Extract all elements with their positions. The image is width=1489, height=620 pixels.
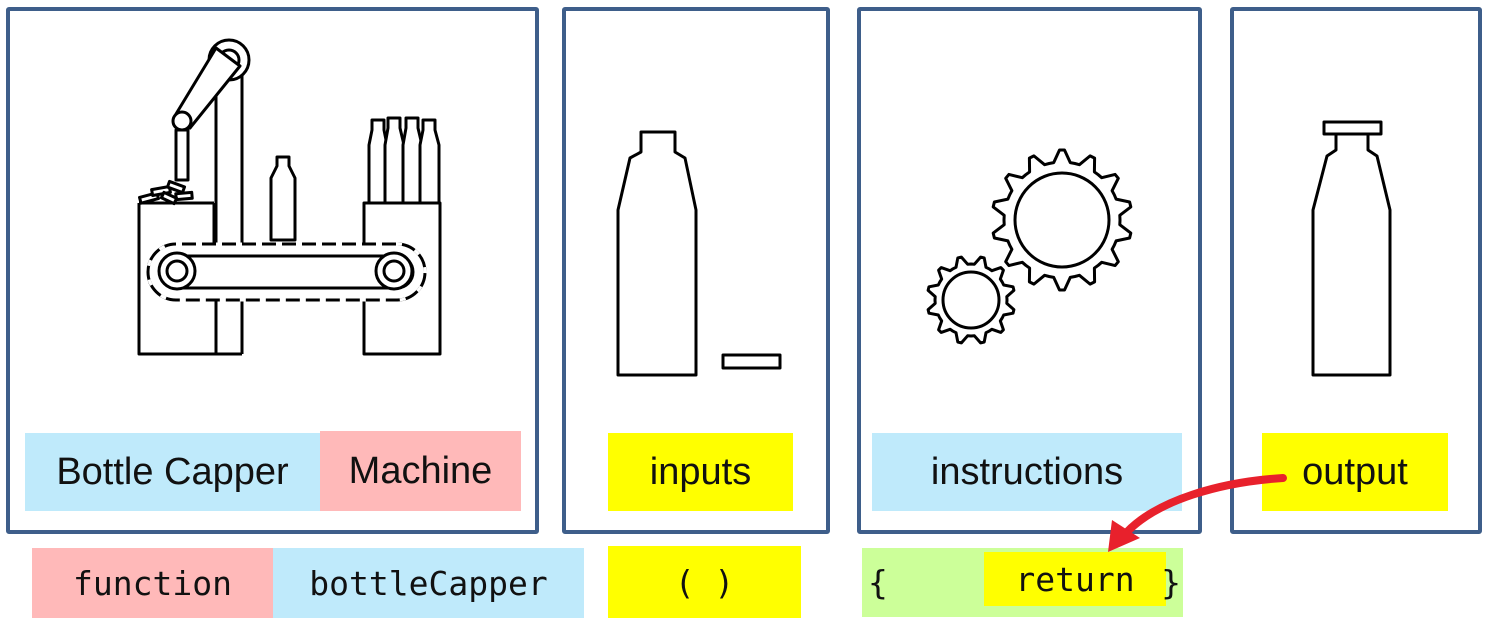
machine-label-machine: Machine <box>320 431 521 511</box>
code-open-brace: { <box>868 563 888 602</box>
instructions-label: instructions <box>872 433 1182 511</box>
code-function-name: bottleCapper <box>273 548 584 618</box>
code-close-brace: } <box>1161 563 1181 602</box>
code-params: ( ) <box>608 546 801 618</box>
code-function-keyword: function <box>32 548 273 618</box>
output-label: output <box>1262 433 1448 511</box>
machine-label-bottle-capper: Bottle Capper <box>25 433 320 511</box>
inputs-label: inputs <box>608 433 793 511</box>
code-return-keyword: return <box>984 552 1166 606</box>
